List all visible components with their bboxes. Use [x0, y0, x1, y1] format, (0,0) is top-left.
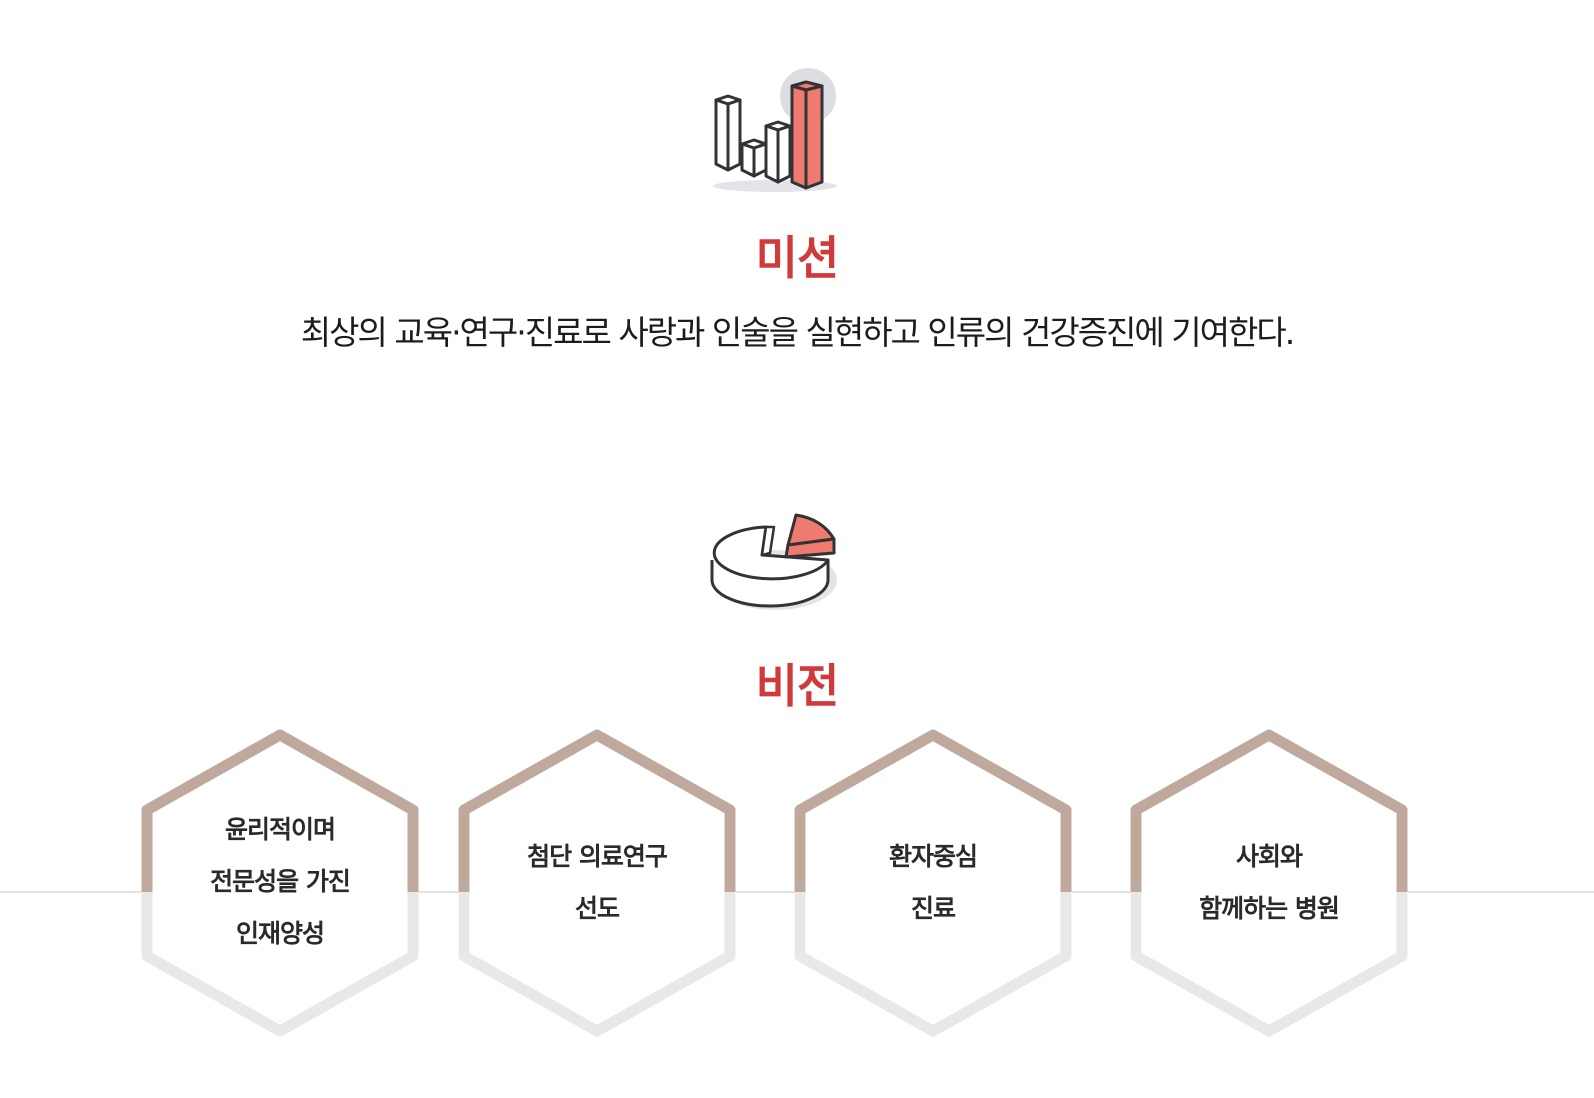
vision-item-line: 전문성을 가진 — [210, 867, 351, 896]
vision-item-line: 인재양성 — [235, 919, 325, 948]
pie-chart-icon — [700, 505, 850, 624]
bar-chart-icon — [700, 58, 850, 207]
vision-item-line: 첨단 의료연구 — [527, 842, 668, 871]
mission-title: 미션 — [755, 231, 840, 285]
vision-item-3: 환자중심 진료 — [790, 728, 1076, 1038]
vision-item-1: 윤리적이며 전문성을 가진 인재양성 — [137, 728, 423, 1038]
vision-title: 비전 — [755, 659, 840, 713]
mission-statement: 최상의 교육·연구·진료로 사랑과 인술을 실현하고 인류의 건강증진에 기여한… — [300, 313, 1295, 352]
vision-item-line: 윤리적이며 — [224, 815, 336, 844]
vision-item-line: 선도 — [574, 894, 620, 923]
vision-item-line: 함께하는 병원 — [1199, 894, 1340, 923]
vision-item-2: 첨단 의료연구 선도 — [454, 728, 740, 1038]
vision-item-line: 환자중심 — [888, 842, 978, 871]
vision-item-line: 진료 — [910, 894, 956, 923]
vision-item-line: 사회와 — [1235, 842, 1303, 871]
vision-item-4: 사회와 함께하는 병원 — [1126, 728, 1412, 1038]
